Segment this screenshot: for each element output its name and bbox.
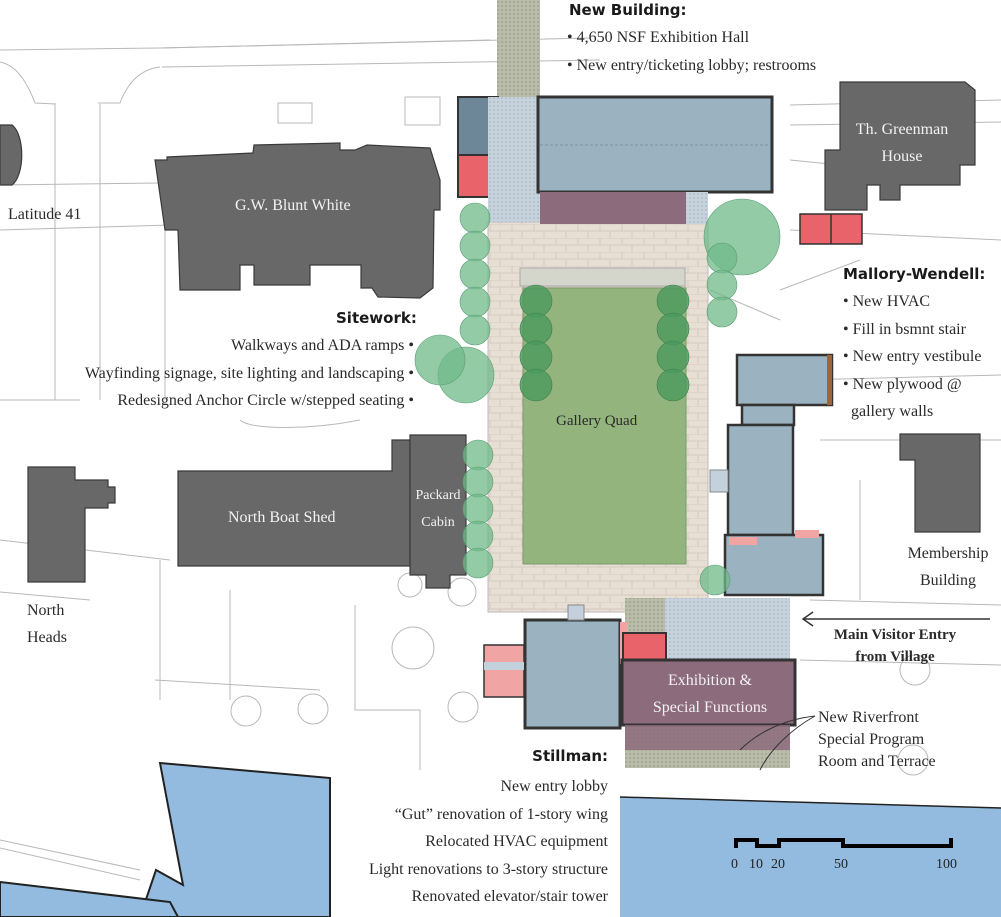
callout-sitework-title: Sitework: xyxy=(336,309,417,327)
site-circles xyxy=(230,572,931,776)
scale-tick-50: 50 xyxy=(834,857,848,872)
callout-new-building-title: New Building: xyxy=(569,1,687,19)
label-membership-building: Membership Building xyxy=(907,545,989,589)
callout-riverfront: New Riverfront Special Program Room and … xyxy=(818,709,936,770)
quad-steps xyxy=(519,267,686,287)
label-gw-blunt-white: G.W. Blunt White xyxy=(235,197,351,214)
callout-new-building-list: • 4,650 NSF Exhibition Hall • New entry/… xyxy=(567,29,817,74)
label-exhibition-special-functions: Exhibition & Special Functions xyxy=(652,672,768,716)
plywood-wall xyxy=(827,355,832,405)
scale-tick-20: 20 xyxy=(771,857,785,872)
label-north-boat-shed: North Boat Shed xyxy=(228,509,336,526)
label-north-heads: North Heads xyxy=(27,602,67,646)
callout-mallory-wendell-title: Mallory-Wendell: xyxy=(843,265,986,283)
scale-tick-10: 10 xyxy=(749,857,763,872)
stillman-complex xyxy=(483,598,797,768)
callout-sitework-list: Walkways and ADA ramps • Wayfinding sign… xyxy=(84,337,414,409)
label-latitude-41: Latitude 41 xyxy=(8,206,82,223)
quad-trees xyxy=(519,284,690,402)
label-greenman-house: Th. Greenman House xyxy=(855,121,949,165)
callout-mallory-wendell-list: • New HVAC • Fill in bsmnt stair • New e… xyxy=(843,293,982,420)
scale-bar xyxy=(734,838,953,848)
callout-stillman-title: Stillman: xyxy=(532,747,608,765)
trees xyxy=(414,198,781,596)
callout-main-visitor-entry: Main Visitor Entry from Village xyxy=(833,627,957,665)
north-entry-walk xyxy=(497,0,540,98)
label-packard-cabin: Packard Cabin xyxy=(415,488,461,530)
existing-buildings xyxy=(0,81,981,589)
label-gallery-quad: Gallery Quad xyxy=(556,413,638,429)
riverfront-leader-arrows xyxy=(739,715,816,771)
main-entry-arrow-icon xyxy=(801,611,990,627)
callout-stillman-list: New entry lobby “Gut” renovation of 1-st… xyxy=(368,778,608,905)
mallory-wendell-building xyxy=(723,353,834,597)
new-building xyxy=(457,95,774,224)
scale-tick-0: 0 xyxy=(731,857,738,872)
scale-tick-100: 100 xyxy=(936,857,957,872)
water-river xyxy=(0,761,1001,917)
